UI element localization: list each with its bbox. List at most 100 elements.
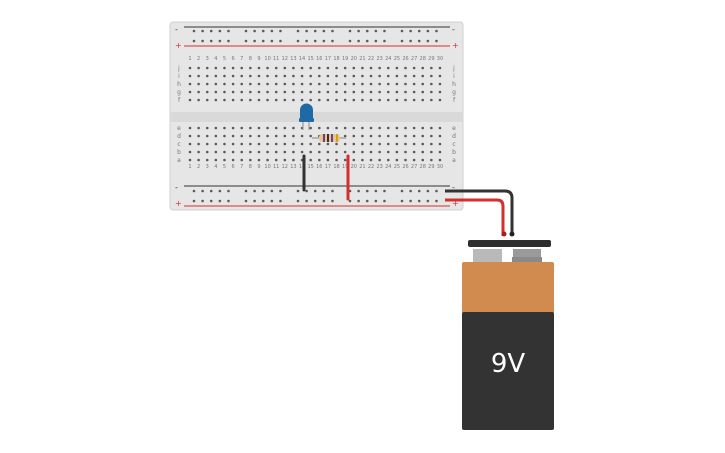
hole-i17[interactable] [326,74,330,78]
rail-hole[interactable] [227,39,230,43]
rail-hole[interactable] [192,189,196,193]
hole-j1[interactable] [188,66,192,70]
hole-e7[interactable] [240,126,244,130]
hole-c4[interactable] [214,142,218,146]
hole-g4[interactable] [214,90,218,94]
hole-g24[interactable] [386,90,390,94]
hole-b12[interactable] [283,150,287,154]
hole-g5[interactable] [223,90,226,94]
hole-j19[interactable] [343,66,347,70]
rail-hole[interactable] [305,39,308,43]
hole-g3[interactable] [205,90,209,94]
hole-i14[interactable] [300,74,304,78]
hole-f10[interactable] [266,98,269,102]
hole-h30[interactable] [438,82,442,86]
rail-hole[interactable] [322,189,326,193]
hole-g18[interactable] [335,90,338,94]
hole-g28[interactable] [421,90,425,94]
hole-i20[interactable] [352,74,356,78]
hole-i27[interactable] [412,74,416,78]
hole-g2[interactable] [197,90,200,94]
hole-e12[interactable] [283,126,287,130]
rail-hole[interactable] [296,199,300,203]
hole-h24[interactable] [386,82,390,86]
hole-h15[interactable] [309,82,312,86]
hole-f29[interactable] [430,98,433,102]
hole-d24[interactable] [386,134,390,138]
rail-hole[interactable] [365,189,369,193]
hole-d20[interactable] [352,134,356,138]
hole-b14[interactable] [300,150,304,154]
hole-e9[interactable] [257,126,261,130]
rail-hole[interactable] [365,39,369,43]
hole-j21[interactable] [361,66,364,70]
hole-f22[interactable] [369,98,373,102]
hole-b28[interactable] [421,150,425,154]
hole-b30[interactable] [438,150,442,154]
rail-hole[interactable] [209,189,213,193]
hole-c11[interactable] [274,142,278,146]
rail-hole[interactable] [244,199,248,203]
hole-h9[interactable] [257,82,261,86]
hole-h3[interactable] [205,82,209,86]
hole-b16[interactable] [318,150,321,154]
breadboard[interactable]: - + - + - + - + 112233445566778899101011… [169,21,464,211]
hole-e8[interactable] [249,126,252,130]
hole-f21[interactable] [361,98,364,102]
hole-d4[interactable] [214,134,218,138]
rail-hole[interactable] [435,199,438,203]
rail-hole[interactable] [218,199,222,203]
rail-hole[interactable] [322,29,326,33]
hole-a8[interactable] [249,158,252,162]
hole-e22[interactable] [369,126,373,130]
hole-c8[interactable] [249,142,252,146]
hole-c29[interactable] [430,142,433,146]
hole-e17[interactable] [326,126,330,130]
hole-c21[interactable] [361,142,364,146]
hole-c13[interactable] [292,142,295,146]
hole-j26[interactable] [404,66,407,70]
hole-e29[interactable] [430,126,433,130]
hole-e6[interactable] [231,126,235,130]
rail-hole[interactable] [253,199,256,203]
hole-c15[interactable] [309,142,312,146]
hole-g6[interactable] [231,90,235,94]
hole-h19[interactable] [343,82,347,86]
hole-c3[interactable] [205,142,209,146]
hole-b21[interactable] [361,150,364,154]
hole-j10[interactable] [266,66,269,70]
rail-hole[interactable] [305,29,308,33]
rail-hole[interactable] [417,29,421,33]
hole-a3[interactable] [205,158,209,162]
hole-b18[interactable] [335,150,338,154]
hole-d6[interactable] [231,134,235,138]
hole-e24[interactable] [386,126,390,130]
hole-i29[interactable] [430,74,433,78]
rail-hole[interactable] [400,199,404,203]
hole-i11[interactable] [274,74,278,78]
rail-hole[interactable] [357,29,360,33]
hole-a11[interactable] [274,158,278,162]
rail-hole[interactable] [409,39,412,43]
rail-hole[interactable] [365,29,369,33]
hole-b13[interactable] [292,150,295,154]
rail-hole[interactable] [261,39,265,43]
hole-e2[interactable] [197,126,200,130]
hole-d11[interactable] [274,134,278,138]
rail-hole[interactable] [209,199,213,203]
rail-hole[interactable] [426,29,430,33]
hole-h16[interactable] [318,82,321,86]
hole-d23[interactable] [378,134,381,138]
rail-hole[interactable] [201,39,204,43]
hole-g12[interactable] [283,90,287,94]
hole-e10[interactable] [266,126,269,130]
rail-hole[interactable] [270,199,274,203]
hole-i9[interactable] [257,74,261,78]
hole-a1[interactable] [188,158,192,162]
hole-g10[interactable] [266,90,269,94]
hole-h25[interactable] [395,82,399,86]
rail-hole[interactable] [261,189,265,193]
hole-i10[interactable] [266,74,269,78]
rail-hole[interactable] [279,29,282,33]
hole-a17[interactable] [326,158,330,162]
